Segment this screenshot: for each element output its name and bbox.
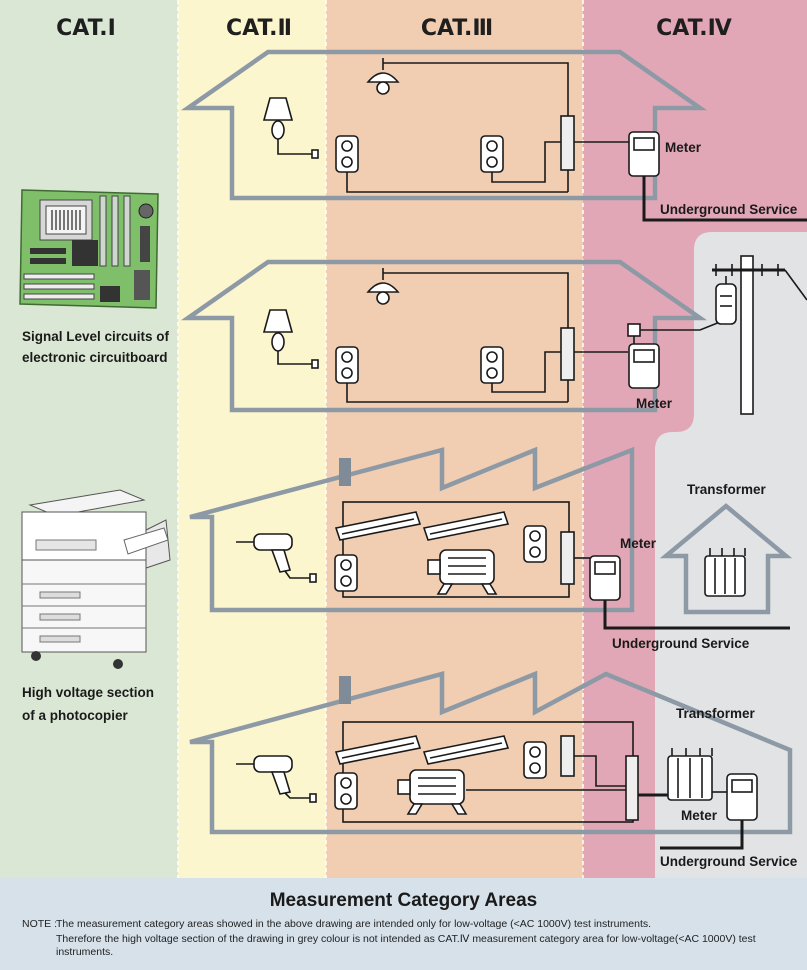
main-busbar-icon (625, 755, 639, 821)
ceiling-lamp-icon (366, 268, 400, 305)
power-drill-icon (236, 755, 317, 803)
distribution-panel-icon (560, 531, 575, 585)
circuitboard-caption-line2: electronic circuitboard (22, 350, 168, 365)
electric-motor-icon (427, 549, 498, 595)
distribution-panel-icon (560, 115, 575, 171)
footer-title: Measurement Category Areas (269, 890, 538, 911)
underground-service-label: Underground Service (660, 202, 798, 217)
fluorescent-light-icon (422, 735, 510, 765)
transformer-label: Transformer (676, 706, 756, 721)
factory-4: Transformer Meter Underground Service (189, 670, 798, 869)
note-line-1: The measurement category areas showed in… (56, 918, 652, 930)
table-lamp-icon (262, 97, 319, 159)
fluorescent-light-icon (334, 511, 422, 541)
meter-label: Meter (681, 808, 718, 823)
house-2: Meter (180, 259, 721, 413)
note-line-2: Therefore the high voltage section of th… (56, 933, 756, 945)
cat4-heading: CAT.Ⅳ (656, 16, 732, 41)
note-line-3: instruments. (56, 946, 114, 958)
service-box-icon (627, 323, 641, 337)
cat1-heading: CAT.Ⅰ (56, 16, 116, 41)
transformer-icon (704, 548, 746, 597)
wall-outlet-icon (335, 346, 359, 384)
cat1-band (0, 0, 178, 878)
meter-label: Meter (620, 536, 657, 551)
photocopier-caption-line1: High voltage section (22, 685, 154, 700)
cat3-heading: CAT.Ⅲ (421, 16, 493, 41)
wall-outlet-icon (334, 554, 358, 592)
cat2-heading: CAT.Ⅱ (226, 16, 292, 41)
utility-pole-icon (712, 255, 807, 415)
photocopier-caption-line2: of a photocopier (22, 708, 128, 723)
fluorescent-light-icon (334, 735, 422, 765)
distribution-panel-icon (560, 327, 575, 381)
wall-outlet-icon (523, 525, 547, 563)
transformer-house: Transformer (659, 482, 793, 615)
factory-3: Meter Underground Service (189, 446, 790, 651)
wall-outlet-icon (335, 135, 359, 173)
meter-label: Meter (665, 140, 702, 155)
wall-outlet-icon (480, 135, 504, 173)
transformer-icon (667, 748, 713, 801)
wall-outlet-icon (480, 346, 504, 384)
chimney-icon (339, 458, 351, 486)
meter-icon (628, 131, 660, 177)
high-voltage-grey-region (655, 232, 807, 878)
ceiling-lamp-icon (366, 58, 400, 95)
house-1: Meter Underground Service (180, 49, 807, 222)
power-drill-icon (236, 533, 317, 583)
wall-outlet-icon (523, 741, 547, 779)
photocopier-illustration (21, 489, 171, 669)
note-prefix: NOTE : (22, 918, 58, 930)
transformer-label: Transformer (687, 482, 767, 497)
footer-panel: Measurement Category Areas NOTE : The me… (0, 878, 807, 970)
meter-icon (726, 773, 758, 821)
meter-icon (589, 555, 621, 601)
underground-service-label: Underground Service (660, 854, 798, 869)
table-lamp-icon (262, 309, 319, 369)
electric-motor-icon (397, 769, 468, 815)
meter-icon (628, 343, 660, 389)
cat2-band (178, 0, 326, 878)
circuitboard-illustration (19, 189, 159, 309)
distribution-panel-icon (560, 735, 575, 777)
fluorescent-light-icon (422, 511, 510, 541)
circuitboard-caption-line1: Signal Level circuits of (22, 329, 170, 344)
wall-outlet-icon (334, 772, 358, 810)
meter-label: Meter (636, 396, 673, 411)
chimney-icon (339, 676, 351, 704)
underground-service-label: Underground Service (612, 636, 750, 651)
cat3-band (326, 0, 583, 878)
